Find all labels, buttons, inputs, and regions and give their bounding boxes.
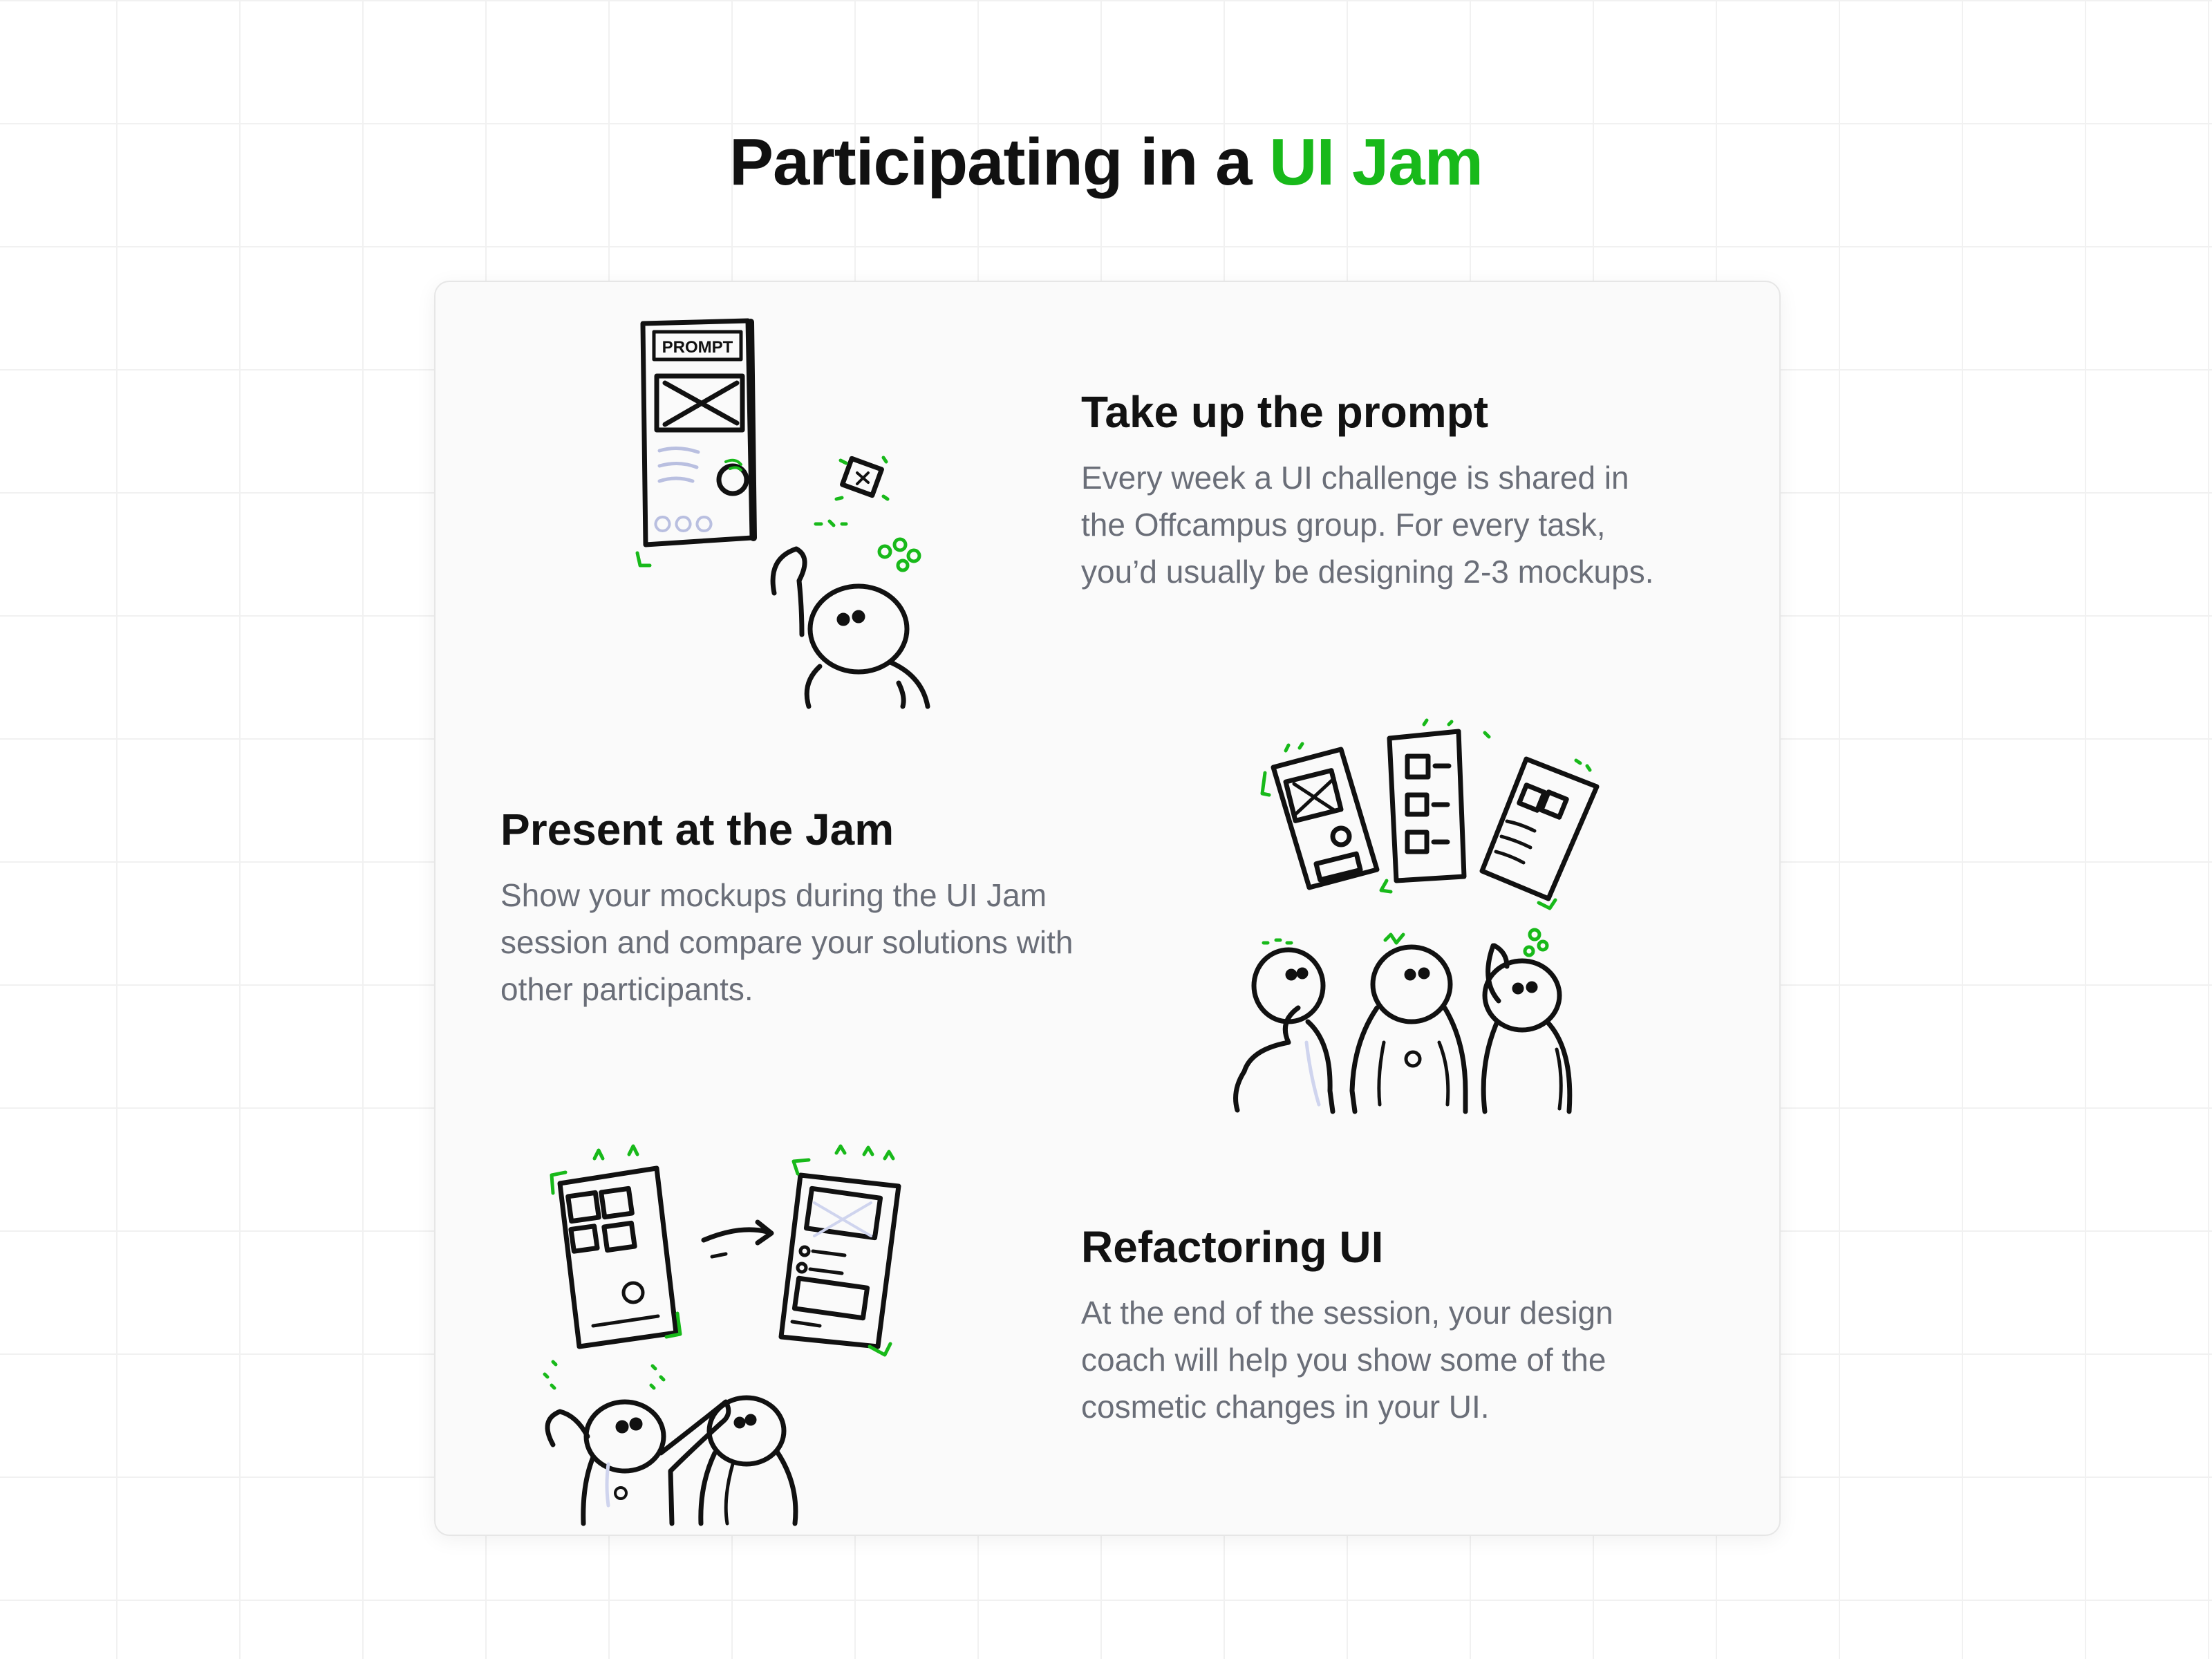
prompt-label: PROMPT bbox=[662, 338, 733, 357]
step-description: Every week a UI challenge is shared in t… bbox=[1081, 454, 1745, 595]
step-heading: Take up the prompt bbox=[1081, 387, 1489, 437]
step-heading: Refactoring UI bbox=[1081, 1222, 1384, 1272]
step-refactoring-ui: Refactoring UI At the end of the session… bbox=[1081, 1221, 1745, 1430]
step-description-line: session and compare your solutions with bbox=[500, 924, 1074, 960]
step-take-up-prompt: Take up the prompt Every week a UI chall… bbox=[1081, 386, 1745, 595]
step-description-line: the Offcampus group. For every task, bbox=[1081, 506, 1606, 543]
steps-card: PROMPT Take up the prompt bbox=[434, 281, 1781, 1536]
step-description-line: coach will help you show some of the bbox=[1081, 1341, 1606, 1378]
step-description-line: you’d usually be designing 2-3 mockups. bbox=[1081, 553, 1654, 590]
step-description: Show your mockups during the UI Jam sess… bbox=[500, 872, 1164, 1013]
people-presenting-mockups-icon bbox=[1224, 718, 1666, 1132]
person-with-prompt-icon: PROMPT bbox=[601, 310, 961, 711]
step-heading: Present at the Jam bbox=[500, 805, 894, 854]
step-description: At the end of the session, your design c… bbox=[1081, 1289, 1745, 1430]
step-description-line: At the end of the session, your design bbox=[1081, 1294, 1613, 1331]
page-title-accent: UI Jam bbox=[1269, 125, 1483, 199]
step-present-at-jam: Present at the Jam Show your mockups dur… bbox=[500, 803, 1164, 1013]
refactoring-mockups-icon bbox=[539, 1139, 954, 1526]
page-title: Participating in a UI Jam bbox=[0, 124, 2212, 200]
step-description-line: other participants. bbox=[500, 971, 753, 1007]
step-description-line: cosmetic changes in your UI. bbox=[1081, 1388, 1490, 1425]
step-description-line: Every week a UI challenge is shared in bbox=[1081, 459, 1629, 496]
page-title-main: Participating in a bbox=[729, 125, 1270, 199]
step-description-line: Show your mockups during the UI Jam bbox=[500, 877, 1047, 913]
